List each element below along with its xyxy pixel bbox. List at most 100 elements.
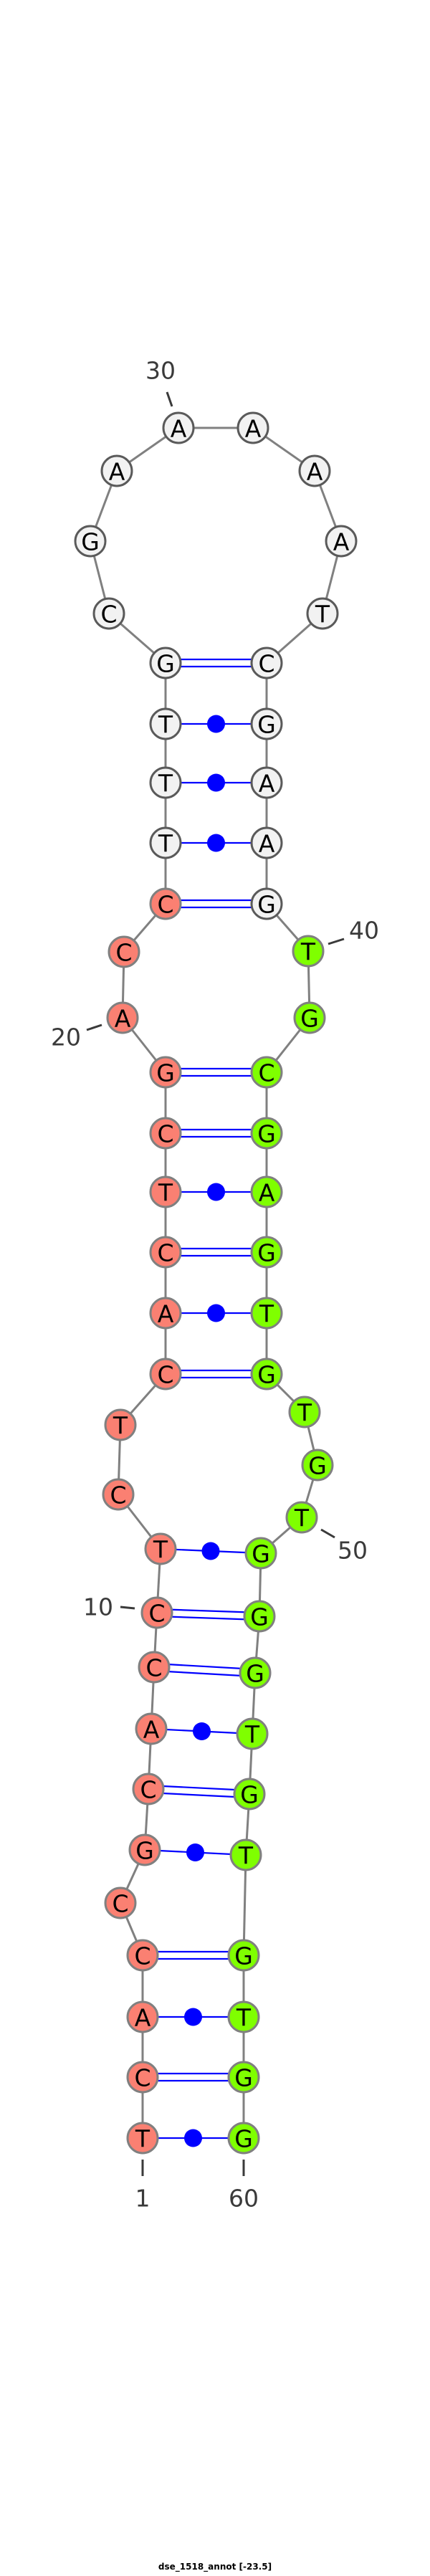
nucleotide-circle (250, 1358, 283, 1390)
nucleotide-circle (250, 647, 283, 679)
position-label-30: 30 (145, 357, 176, 385)
nucleotide-50: T (285, 1501, 318, 1534)
backbone-link (242, 1854, 247, 1956)
base-pair-bond-line (156, 1615, 259, 1621)
nucleotide-circle (149, 1175, 182, 1208)
nucleotide-25: T (149, 707, 182, 740)
nucleotide-circle (135, 1712, 168, 1745)
nucleotide-9: C (138, 1651, 171, 1684)
nucleotide-8: A (135, 1712, 168, 1745)
nucleotide-circle (126, 2122, 159, 2155)
nucleotide-39: G (250, 887, 283, 920)
nucleotide-circle (162, 411, 195, 444)
nucleotide-circle (250, 1175, 283, 1208)
position-label-40: 40 (349, 917, 379, 945)
nucleotide-22: C (149, 887, 182, 920)
nucleotide-letter: G (234, 2064, 253, 2092)
noncanonical-pair-dot (207, 715, 225, 733)
nucleotide-43: G (250, 1117, 283, 1150)
position-tick (320, 1528, 335, 1539)
nucleotide-circle (104, 1408, 137, 1441)
nucleotide-49: G (301, 1449, 334, 1482)
nucleotide-circle (250, 707, 283, 740)
nucleotide-31: A (236, 411, 269, 444)
nucleotide-53: G (239, 1656, 272, 1689)
nucleotide-circle (306, 597, 339, 630)
nucleotide-circle (149, 766, 182, 799)
nucleotide-letter: C (258, 1059, 274, 1087)
nucleotide-circle (227, 1939, 260, 1972)
nucleotide-56: T (229, 1838, 262, 1871)
nucleotide-circle (298, 454, 331, 487)
nucleotide-7: C (132, 1773, 165, 1805)
nucleotide-letter: G (308, 1452, 327, 1480)
nucleotide-letter: G (234, 2125, 253, 2153)
nucleotide-circle (149, 1297, 182, 1330)
nucleotide-letter: G (257, 1361, 276, 1389)
nucleotide-letter: C (115, 939, 132, 967)
nucleotide-circle (149, 1236, 182, 1269)
base-pair-bond-line (154, 1662, 256, 1671)
nucleotide-circle (126, 1939, 159, 1972)
nucleotide-circle (244, 1537, 277, 1570)
nucleotide-15: A (149, 1297, 182, 1330)
noncanonical-pair-dot (207, 1183, 225, 1201)
nucleotide-59: G (227, 2061, 260, 2094)
nucleotide-58: T (227, 2000, 260, 2033)
nucleotide-letter: G (234, 1942, 253, 1970)
nucleotide-34: T (306, 597, 339, 630)
nucleotide-circle (74, 525, 107, 558)
nucleotide-41: G (293, 1001, 326, 1034)
nucleotide-circle (250, 1236, 283, 1269)
nucleotide-circle (144, 1532, 177, 1565)
nucleotide-letter: C (100, 601, 117, 629)
nucleotide-40: T (292, 935, 325, 968)
nucleotide-letter: G (257, 891, 276, 919)
nucleotide-circle (288, 1396, 321, 1428)
nucleotide-51: G (244, 1537, 277, 1570)
position-label-1: 1 (135, 2185, 150, 2213)
nucleotide-13: T (104, 1408, 137, 1441)
nucleotide-letter: C (145, 1654, 162, 1682)
base-pair-bond-line (148, 1784, 250, 1792)
nucleotide-letter: T (158, 830, 173, 858)
nucleotide-36: G (250, 707, 283, 740)
nucleotide-circle (149, 707, 182, 740)
nucleotide-letter: G (246, 1660, 264, 1688)
noncanonical-pair-dot (186, 1843, 204, 1861)
nucleotide-21: C (108, 935, 140, 968)
nucleotide-circle (236, 1717, 269, 1750)
nucleotide-circle (227, 2000, 260, 2033)
nucleotide-letter: C (148, 1600, 165, 1628)
nucleotide-16: C (149, 1236, 182, 1269)
nucleotide-circle (104, 1886, 137, 1919)
noncanonical-pair-dot (184, 2008, 202, 2026)
nucleotide-circle (301, 1449, 334, 1482)
nucleotide-18: C (149, 1117, 182, 1150)
nucleotide-circle (250, 887, 283, 920)
nucleotide-letter: G (81, 528, 100, 556)
base-pair-bond-line (148, 1791, 249, 1799)
nucleotide-20: A (106, 1001, 139, 1034)
nucleotide-circle (102, 1478, 135, 1511)
nucleotide-24: T (149, 766, 182, 799)
nucleotide-37: A (250, 766, 283, 799)
nucleotide-46: T (250, 1297, 283, 1330)
nucleotide-letter: C (110, 1482, 126, 1509)
base-pairs-group (143, 658, 267, 2147)
nucleotide-letter: T (315, 601, 330, 629)
nucleotide-circle (239, 1656, 272, 1689)
nucleotide-circle (132, 1773, 165, 1805)
nucleotide-3: A (126, 2000, 159, 2033)
nucleotide-letter: G (257, 1239, 276, 1267)
nucleotide-letter: G (135, 1837, 154, 1865)
nucleotide-circle (229, 1838, 262, 1871)
position-tick (86, 1024, 102, 1031)
nucleotide-44: A (250, 1175, 283, 1208)
nucleotide-32: A (298, 454, 331, 487)
nucleotide-letter: A (115, 1005, 131, 1033)
nucleotide-10: C (140, 1596, 173, 1629)
nucleotide-letter: G (252, 1540, 270, 1568)
nucleotide-42: C (250, 1056, 283, 1089)
